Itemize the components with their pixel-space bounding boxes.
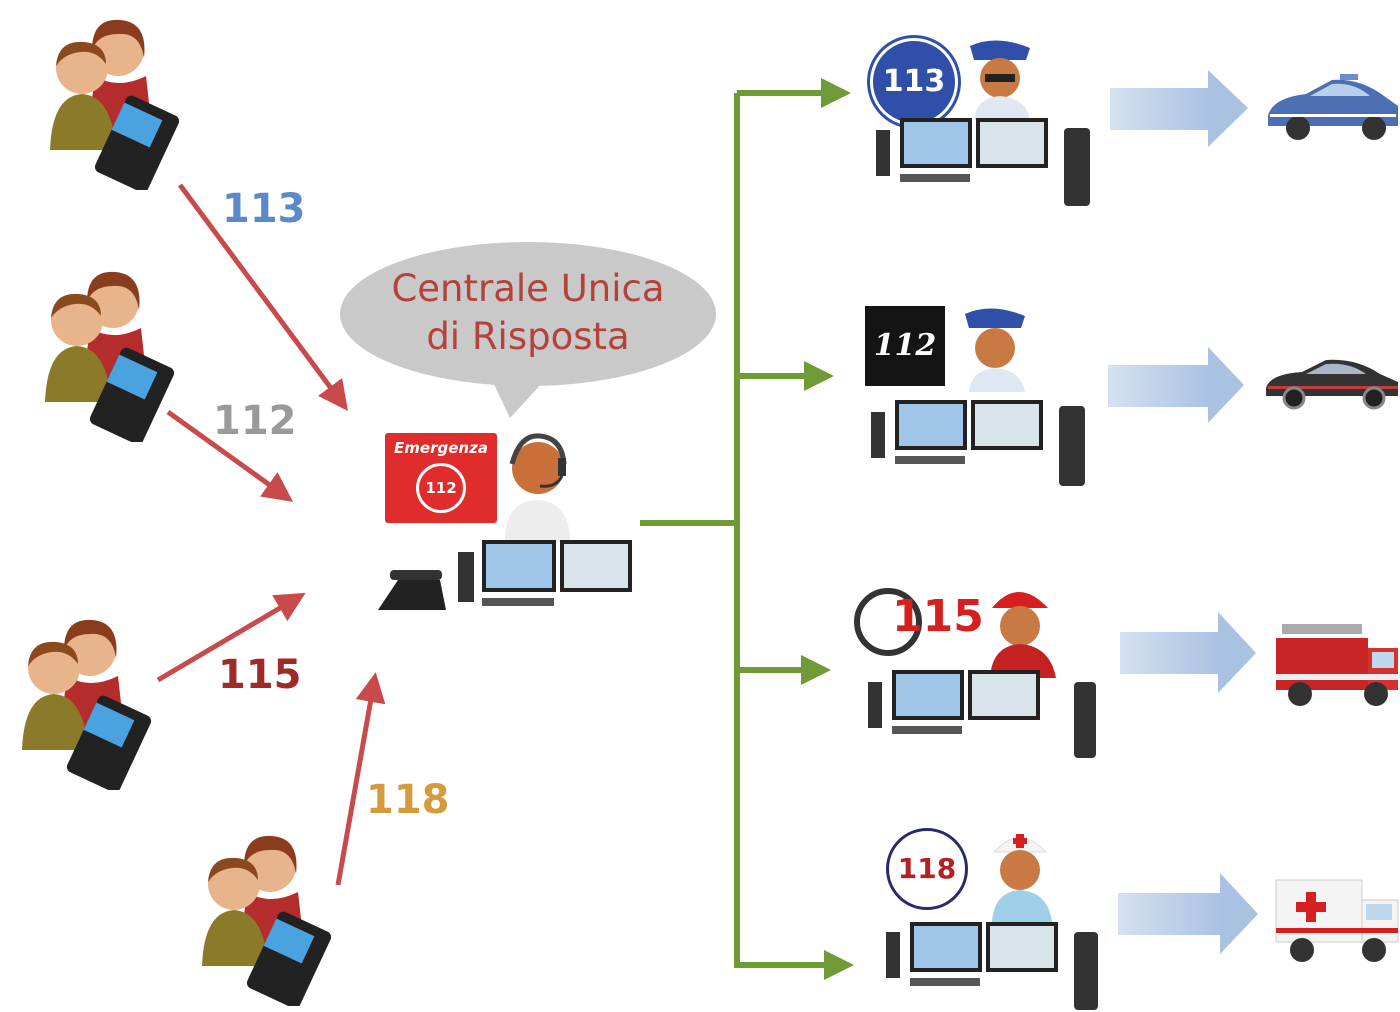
caller-group-icon [45, 271, 175, 442]
logo-text-118: 118 [897, 852, 957, 885]
call-arrow-118 [335, 672, 386, 886]
carabiniere-icon [871, 308, 1085, 486]
carabinieri-112-logo-icon: 112 [865, 306, 945, 386]
medic-icon [886, 834, 1098, 1010]
police-officer-icon [876, 40, 1090, 206]
ambulance-icon [1275, 879, 1399, 962]
logo-text-112: 112 [873, 328, 937, 363]
firefighter-icon [868, 592, 1096, 758]
logo-text-113: 113 [882, 64, 946, 99]
caller-group-icon [50, 19, 180, 190]
call-number-112: 112 [213, 398, 297, 444]
dispatch-tree [640, 78, 854, 980]
speech-bubble [340, 242, 716, 418]
carabinieri-car-icon [1266, 359, 1398, 410]
call-number-113: 113 [222, 186, 306, 232]
sign-number: 112 [416, 463, 466, 513]
call-arrow-112 [166, 409, 294, 502]
caller-group-icon [22, 619, 152, 790]
call-arrow-113 [177, 183, 348, 412]
logo-text-115: 115 [892, 591, 984, 642]
bubble-line-1: Centrale Unica [391, 267, 665, 310]
sign-title: Emergenza [394, 439, 488, 457]
police-113-logo-icon: 113 [870, 38, 958, 126]
vehicle-arrow-1 [1110, 70, 1248, 147]
emergenza-112-sign: Emergenza 112 [385, 433, 497, 523]
call-arrow-115 [156, 592, 306, 683]
vehicle-arrow-4 [1118, 873, 1258, 954]
caller-group-icon [202, 835, 332, 1006]
bubble-line-2: di Risposta [426, 315, 630, 358]
call-number-115: 115 [218, 652, 302, 698]
bubble-title: Centrale Unica di Risposta [338, 265, 718, 361]
medical-118-logo-icon: 118 [886, 828, 968, 910]
call-number-118: 118 [366, 777, 450, 823]
vehicle-arrow-2 [1108, 347, 1244, 423]
operator-workstation-icon [378, 433, 632, 610]
vehicle-arrow-3 [1120, 612, 1256, 693]
police-car-icon [1268, 74, 1398, 140]
fire-truck-icon [1276, 624, 1398, 706]
firefighter-115-logo-icon: 115 [852, 588, 984, 656]
